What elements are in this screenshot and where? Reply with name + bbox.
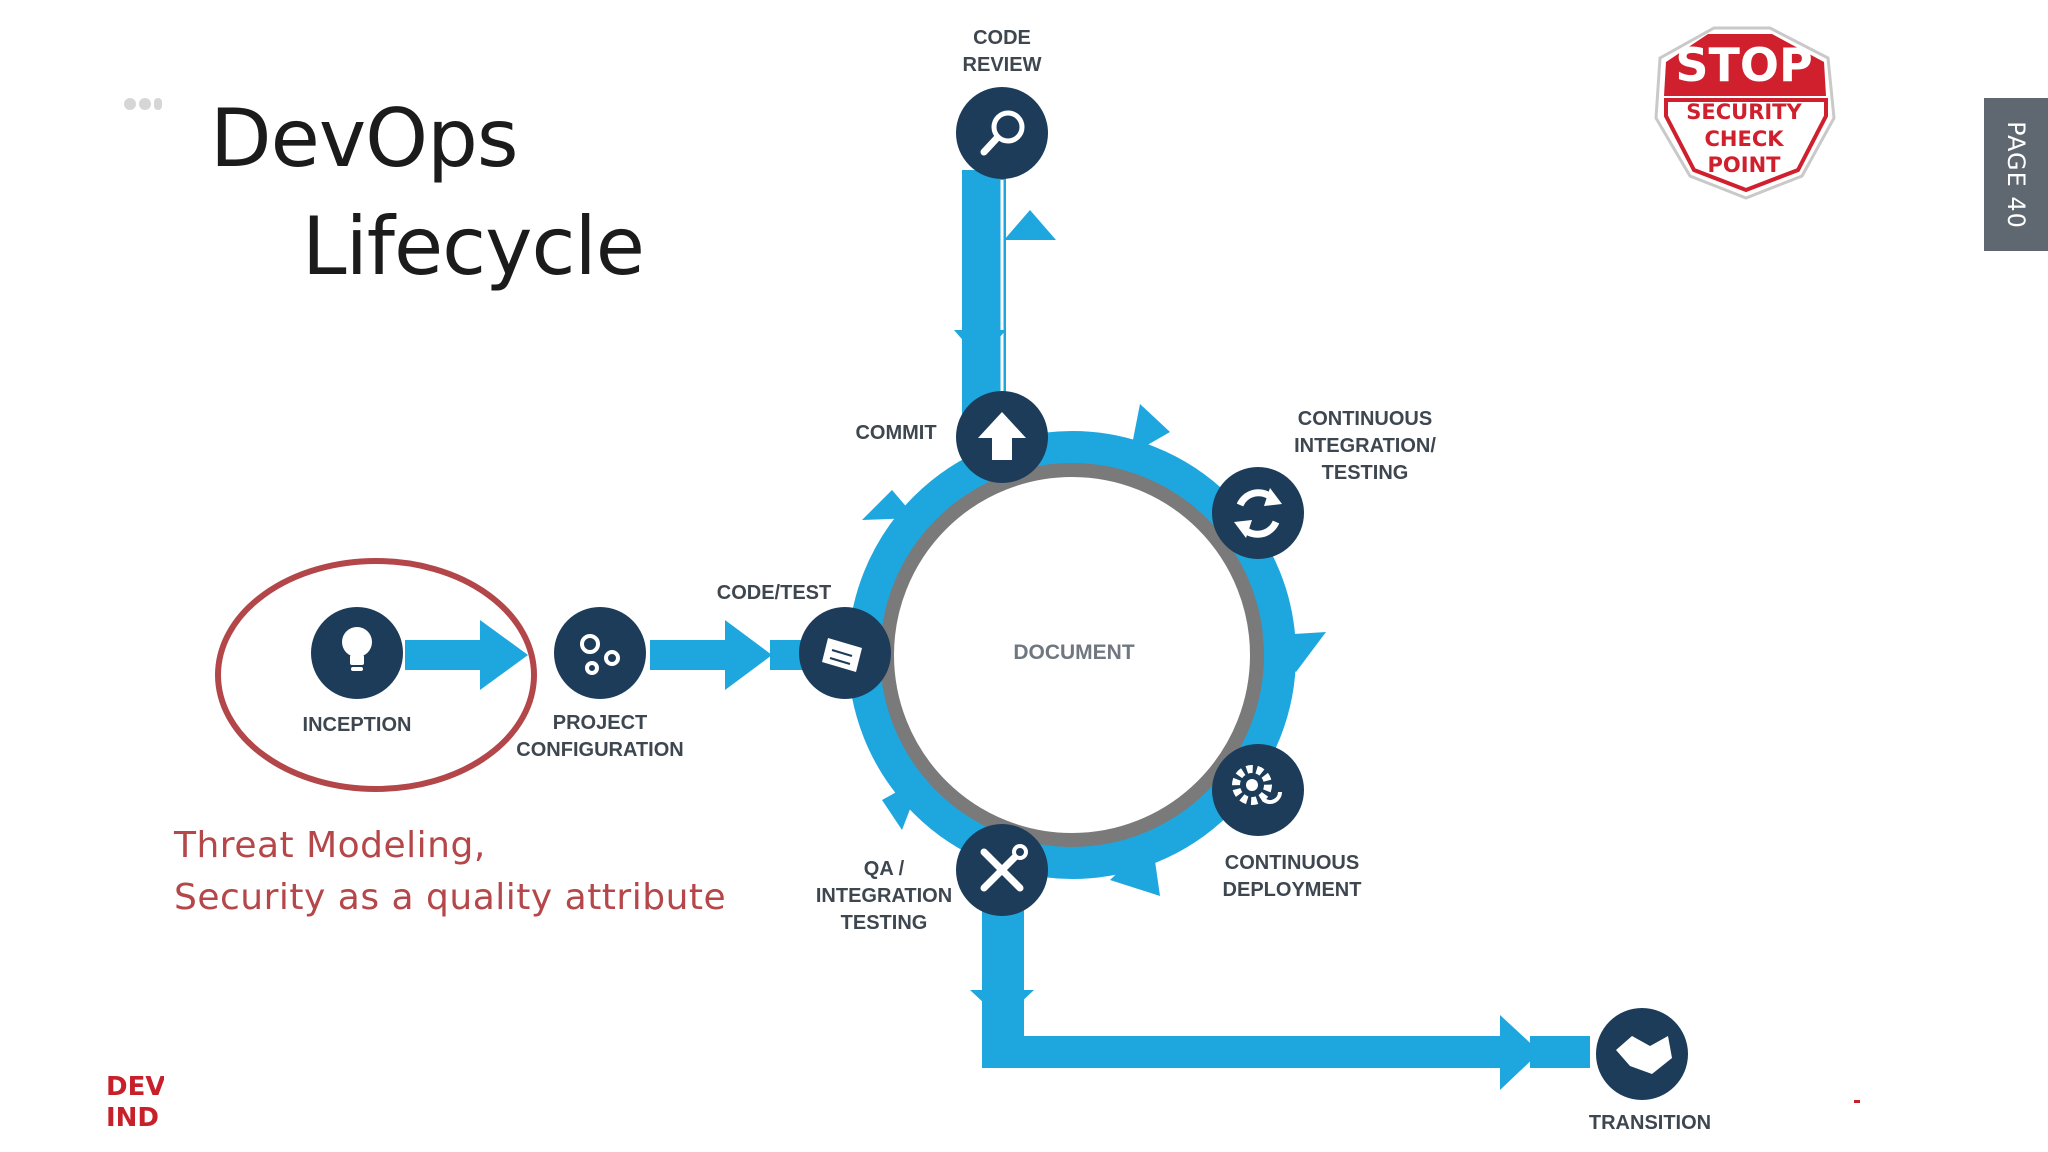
stage-label-commit: COMMIT — [855, 422, 937, 444]
ring-arrow — [882, 778, 922, 830]
page-number-label: PAGE 40 — [2002, 120, 2030, 229]
stage-label-inception: INCEPTION — [302, 714, 412, 736]
stage-label-project-configuration: PROJECT CONFIGURATION — [516, 712, 684, 761]
footer-red-mark — [1854, 1100, 1860, 1103]
footer-logo: DEV IND — [106, 1072, 164, 1134]
annotation-line1: Threat Modeling, — [174, 825, 486, 866]
center-label: DOCUMENT — [1013, 641, 1135, 664]
ring-arrow — [1262, 632, 1326, 672]
threat-modeling-annotation: Threat Modeling, Security as a quality a… — [174, 820, 726, 924]
gear-refresh-icon — [1232, 765, 1282, 805]
flow-arrow-down — [954, 330, 1006, 360]
ring-arrow — [1110, 840, 1160, 896]
stage-label-transition: TRANSITION — [1588, 1112, 1712, 1134]
flow-arrow — [480, 620, 528, 690]
magnifier-icon — [980, 110, 1025, 156]
point-line: POINT — [1707, 153, 1781, 177]
flow-bar — [982, 1036, 1522, 1068]
upload-arrow-icon — [978, 412, 1026, 460]
flow-arrow-down — [970, 990, 1034, 1020]
flow-arrow — [725, 620, 772, 690]
highlight-ellipse — [215, 558, 537, 792]
stop-sign-graphic — [1654, 26, 1836, 200]
node-continuous-integration — [1212, 467, 1304, 559]
ring-arrow — [1130, 404, 1170, 455]
stage-label-code-review: CODE REVIEW — [962, 27, 1042, 76]
slide-title-line1: DevOps — [210, 92, 519, 185]
scroll-icon — [822, 638, 862, 672]
node-project-configuration — [554, 607, 646, 699]
node-code-review — [956, 87, 1048, 179]
stage-label-qa-integration: QA / INTEGRATION TESTING — [815, 858, 953, 934]
sync-arrows-icon — [1234, 488, 1282, 538]
ring-arrow — [862, 490, 916, 520]
annotation-line2: Security as a quality attribute — [174, 877, 727, 918]
flow-bar — [1530, 1036, 1590, 1068]
gears-icon — [580, 634, 620, 675]
stage-label-continuous-integration: CONTINUOUS INTEGRATION/ TESTING — [1294, 408, 1436, 484]
stop-sign: STOP SECURITY CHECK POINT — [1660, 38, 1828, 198]
stage-label-code-test: CODE/TEST — [716, 582, 832, 604]
page-number-tab: PAGE 40 — [1984, 98, 2048, 251]
flow-arrow — [1500, 1015, 1540, 1090]
security-line: SECURITY — [1686, 100, 1802, 124]
flow-arrow-up — [1004, 210, 1056, 240]
stage-label-continuous-deployment: CONTINUOUS DEPLOYMENT — [1222, 852, 1362, 901]
node-continuous-deployment — [1212, 744, 1304, 836]
slide-decoration-dots — [124, 98, 162, 110]
footer-logo-line1: DEV — [106, 1072, 164, 1102]
footer-logo-line2: IND — [106, 1103, 160, 1133]
lightbulb-icon — [342, 627, 372, 671]
handshake-icon — [1616, 1036, 1672, 1074]
tools-icon — [980, 844, 1028, 892]
slide-title-line2: Lifecycle — [302, 200, 645, 293]
check-line: CHECK — [1704, 127, 1784, 151]
stop-word: STOP — [1675, 38, 1813, 92]
